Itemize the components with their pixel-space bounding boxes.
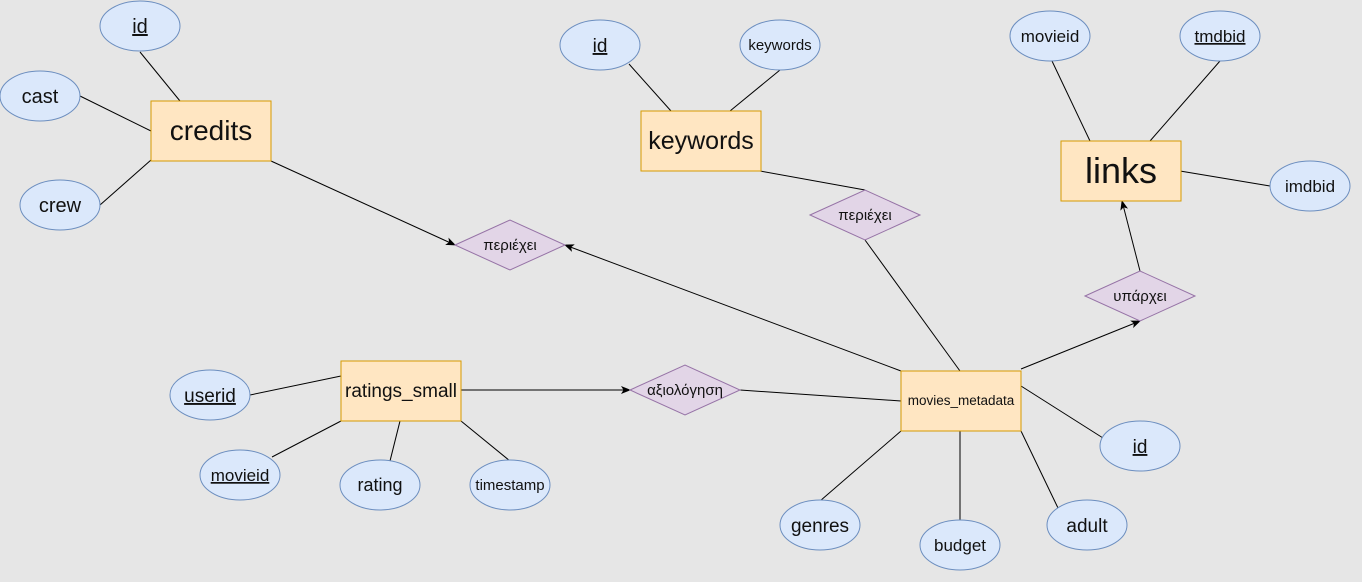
attribute-keywords-id-label: id <box>593 36 608 57</box>
attribute-links-imdbid-label: imdbid <box>1285 177 1335 196</box>
attribute-movies-genres[interactable]: genres <box>779 499 861 551</box>
attribute-movies-budget[interactable]: budget <box>919 519 1001 571</box>
edge-links-movieid <box>1051 60 1091 142</box>
attribute-movies-id[interactable]: id <box>1099 420 1181 472</box>
attribute-ratings-rating-label: rating <box>357 475 402 495</box>
edge-movies-to-evaluation <box>739 389 902 402</box>
attribute-credits-cast-label: cast <box>22 86 59 108</box>
edge-ratings-timestamp <box>460 420 511 462</box>
attribute-ratings-userid-label: userid <box>184 386 236 407</box>
edge-credits-cast <box>79 95 152 132</box>
edge-credits-to-contains <box>270 160 456 246</box>
attribute-movies-adult[interactable]: adult <box>1046 499 1128 551</box>
edge-links-imdbid <box>1179 170 1271 187</box>
entity-links-label: links <box>1085 150 1157 191</box>
edge-ratings-userid <box>249 375 342 396</box>
relationship-links-exists-label: υπάρχει <box>1113 288 1166 305</box>
attribute-ratings-rating[interactable]: rating <box>339 459 421 511</box>
edge-credits-crew <box>99 159 152 206</box>
relationship-credits-contains-label: περιέχει <box>483 237 536 254</box>
attribute-movies-adult-label: adult <box>1066 516 1108 537</box>
relationship-links-exists[interactable]: υπάρχει <box>1083 270 1197 322</box>
edge-movies-id <box>1020 385 1104 439</box>
attribute-links-movieid[interactable]: movieid <box>1009 10 1091 62</box>
relationship-keywords-contains[interactable]: περιέχει <box>808 189 922 241</box>
attribute-ratings-movieid[interactable]: movieid <box>199 449 281 501</box>
relationship-evaluation[interactable]: αξιολόγηση <box>628 364 742 416</box>
attribute-movies-budget-label: budget <box>934 536 986 555</box>
attribute-credits-id-label: id <box>132 16 148 38</box>
edge-credits-id <box>139 51 181 102</box>
attribute-credits-cast[interactable]: cast <box>0 70 81 122</box>
edge-keywords-id <box>628 63 672 112</box>
attribute-keywords-keywords-label: keywords <box>748 37 811 54</box>
entity-ratings-small[interactable]: ratings_small <box>340 360 462 422</box>
edge-keywords-keywords <box>729 69 781 112</box>
entity-credits[interactable]: credits <box>150 100 272 162</box>
edge-movies-to-exists <box>1020 320 1141 370</box>
entity-movies-metadata-label: movies_metadata <box>908 393 1015 408</box>
attribute-keywords-keywords[interactable]: keywords <box>739 19 821 71</box>
edge-ratings-rating <box>389 420 401 462</box>
edge-movies-genres <box>819 430 902 502</box>
relationship-credits-contains[interactable]: περιέχει <box>453 219 567 271</box>
attribute-credits-crew[interactable]: crew <box>19 179 101 231</box>
attribute-ratings-timestamp[interactable]: timestamp <box>469 459 551 511</box>
attribute-movies-genres-label: genres <box>791 516 849 537</box>
entity-movies-metadata[interactable]: movies_metadata <box>900 370 1022 432</box>
entity-links[interactable]: links <box>1060 140 1182 202</box>
edge-movies-to-credits-contains <box>564 244 902 372</box>
entity-keywords-label: keywords <box>648 127 754 155</box>
relationship-evaluation-label: αξιολόγηση <box>647 382 723 399</box>
edges <box>79 51 1271 521</box>
attribute-ratings-timestamp-label: timestamp <box>475 477 544 494</box>
attribute-links-imdbid[interactable]: imdbid <box>1269 160 1351 212</box>
attribute-ratings-userid[interactable]: userid <box>169 369 251 421</box>
attribute-links-tmdbid-label: tmdbid <box>1194 27 1245 46</box>
attribute-links-tmdbid[interactable]: tmdbid <box>1179 10 1261 62</box>
attribute-ratings-movieid-label: movieid <box>211 466 270 485</box>
edge-ratings-movieid <box>271 420 342 458</box>
attribute-links-movieid-label: movieid <box>1021 27 1080 46</box>
attribute-keywords-id[interactable]: id <box>559 19 641 71</box>
edge-movies-adult <box>1020 430 1059 509</box>
entity-keywords[interactable]: keywords <box>640 110 762 172</box>
attribute-credits-crew-label: crew <box>39 195 82 217</box>
relationship-keywords-contains-label: περιέχει <box>838 207 891 224</box>
attribute-credits-id[interactable]: id <box>99 0 181 52</box>
edge-keywords-to-contains <box>759 170 866 191</box>
entity-ratings-small-label: ratings_small <box>345 381 457 402</box>
edge-exists-to-links <box>1120 200 1141 272</box>
attribute-movies-id-label: id <box>1133 437 1148 458</box>
edge-movies-to-keywords-contains <box>864 239 961 372</box>
edge-links-tmdbid <box>1149 60 1221 142</box>
entity-credits-label: credits <box>170 115 252 146</box>
